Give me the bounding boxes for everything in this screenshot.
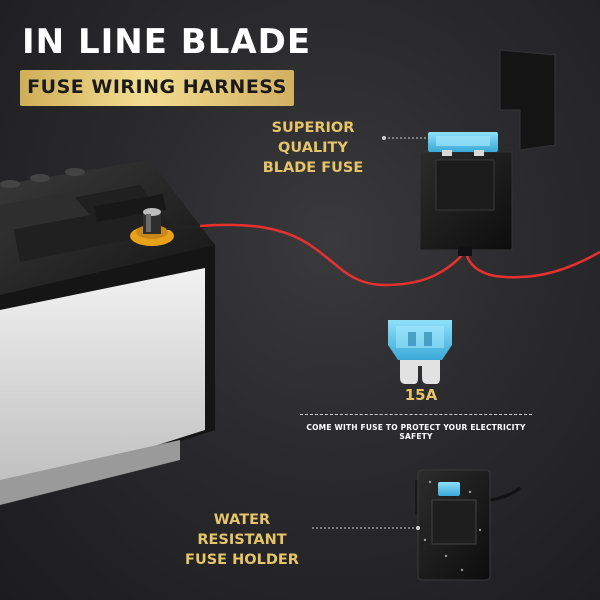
headline-subtitle: FUSE WIRING HARNESS xyxy=(27,76,287,98)
battery-icon xyxy=(0,160,215,505)
fuse-callout-line1: SUPERIOR QUALITY xyxy=(271,120,355,156)
holder-callout-line1: WATER RESISTANT xyxy=(197,512,287,548)
safety-note: COME WITH FUSE TO PROTECT YOUR ELECTRICI… xyxy=(306,423,526,441)
headline-subtitle-banner: FUSE WIRING HARNESS xyxy=(20,70,294,106)
battery-terminal-icon xyxy=(130,208,174,246)
headline-title: IN LINE BLADE xyxy=(22,22,312,62)
fuse-callout-label: SUPERIOR QUALITY BLADE FUSE xyxy=(236,118,390,178)
fuse-callout-line2: BLADE FUSE xyxy=(262,160,364,176)
upper-fuse-holder-icon xyxy=(419,49,556,256)
red-wire xyxy=(199,223,600,287)
holder-callout-label: WATER RESISTANT FUSE HOLDER xyxy=(168,510,316,570)
fuse-amperage-label: 15A xyxy=(404,386,438,404)
note-divider xyxy=(300,414,532,415)
standalone-fuse-icon xyxy=(388,320,452,384)
holder-callout-line2: FUSE HOLDER xyxy=(185,552,299,568)
blade-fuse-icon xyxy=(428,132,498,156)
fuse-holder-icon xyxy=(415,469,521,581)
